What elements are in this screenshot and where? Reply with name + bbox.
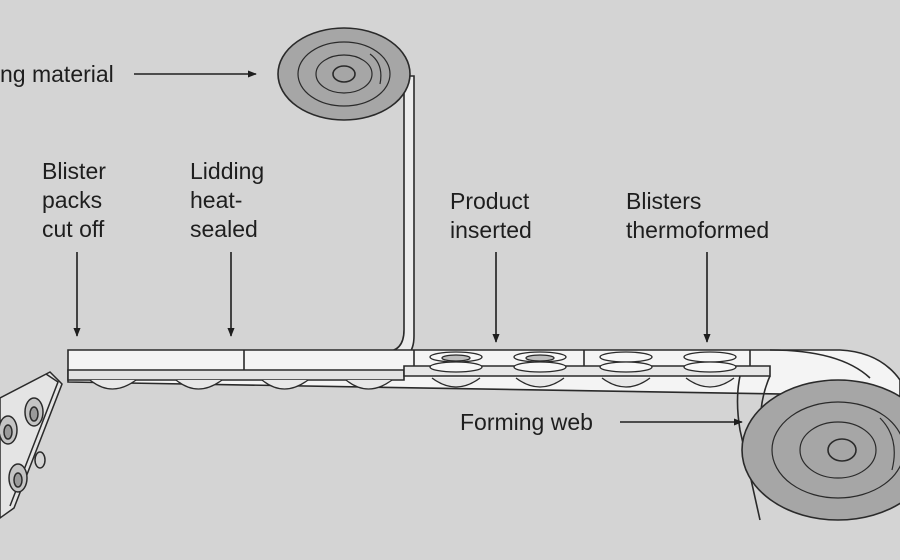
blisters-thermoformed-line-2: thermoformed (626, 217, 770, 243)
blister-packs-line-2: packs (42, 187, 103, 213)
forming-web-label: Forming web (460, 408, 593, 437)
lidding-sealed-line-2: heat- (190, 187, 243, 213)
lidding-sealed-line-3: sealed (190, 216, 258, 242)
lidding-material-label: ng material (0, 60, 114, 89)
blister-packs-line-3: cut off (42, 216, 105, 242)
product-inserted-line-2: inserted (450, 217, 532, 243)
callout-arrows (73, 70, 743, 426)
lidding-sealed-line-1: Lidding (190, 158, 265, 184)
lidding-strip (359, 75, 415, 363)
lidding-roll (277, 27, 411, 121)
forming-web-text: Forming web (460, 409, 593, 435)
product-inserted-label: Product inserted (450, 187, 532, 245)
blisters-thermoformed-line-1: Blisters (626, 188, 702, 214)
product-inserted-line-1: Product (450, 188, 530, 214)
open-pockets (429, 351, 737, 373)
blisters-thermoformed-label: Blisters thermoformed (626, 187, 769, 245)
lidding-sealed-label: Lidding heat- sealed (190, 157, 264, 244)
blister-packs-line-1: Blister (42, 158, 106, 184)
blister-packs-label: Blister packs cut off (42, 157, 106, 244)
blister-cavities (89, 377, 735, 390)
forming-web-roll (741, 379, 900, 521)
cut-blister-pack (0, 371, 63, 519)
lidding-material-text: ng material (0, 61, 114, 87)
